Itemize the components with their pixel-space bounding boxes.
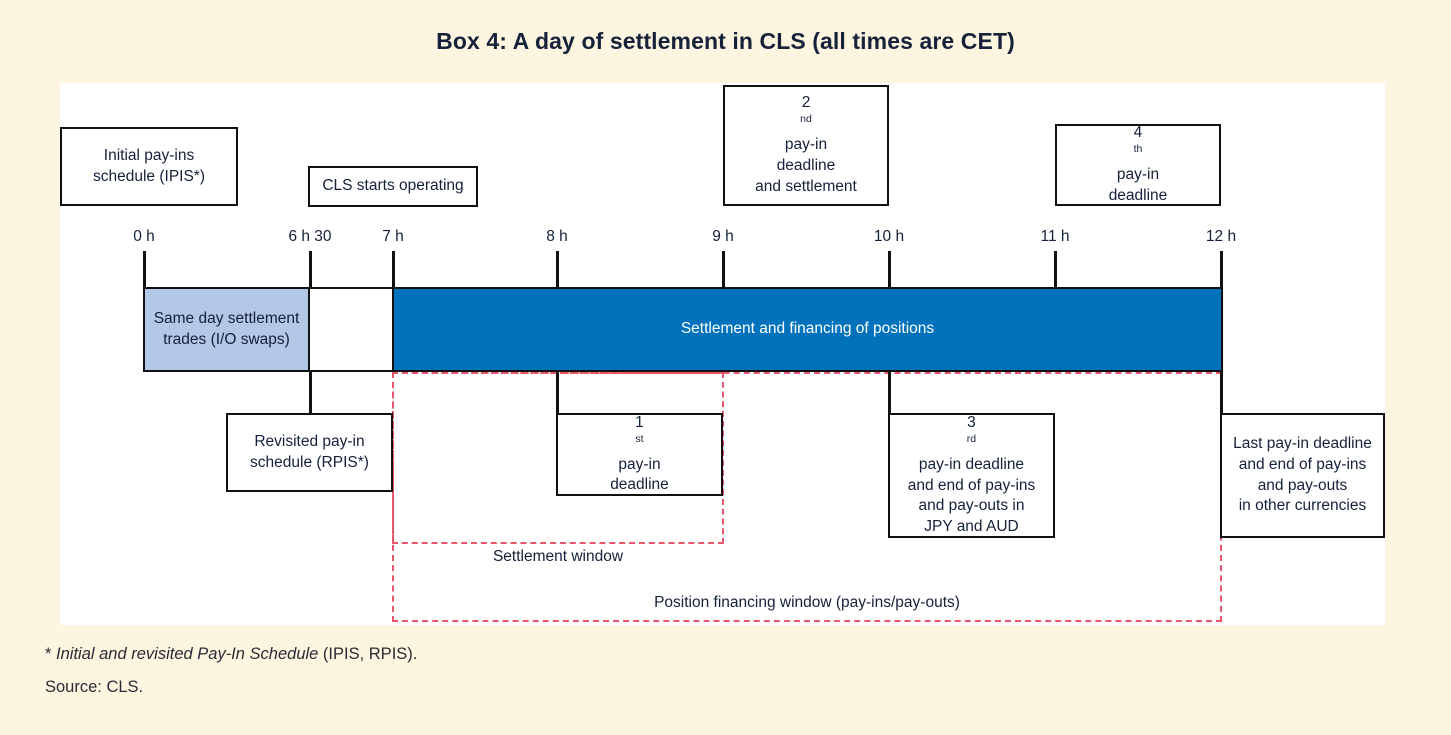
footnote-star-plain: (IPIS, RPIS). [318, 645, 418, 663]
initial-pay-ins-line1: Initial pay-ins [103, 146, 195, 164]
axis-tick-12h [1220, 251, 1223, 287]
third-pay-in-line3: and pay-outs in [918, 497, 1025, 515]
cls-starts-operating-line1: CLS starts operating [322, 177, 464, 195]
axis-tick-10h [888, 251, 891, 287]
axis-tick-label-0h: 0 h [133, 228, 155, 245]
box-cls-starts-operating: CLS starts operating [308, 166, 478, 207]
same-day-settlement-line1: Same day settlement [153, 310, 300, 328]
axis-tick-label-12h: 12 h [1205, 228, 1237, 245]
fourth-pay-in-line2: deadline [1108, 186, 1168, 204]
box-revisited-pay-in-schedule: Revisited pay-in schedule (RPIS*) [226, 413, 393, 492]
bar-settlement-and-financing: Settlement and financing of positions [392, 287, 1223, 372]
footnote-star-italic: Initial and revisited Pay-In Schedule [56, 645, 319, 663]
box-last-pay-in-deadline: Last pay-in deadline and end of pay-ins … [1220, 413, 1385, 538]
axis-tick-label-9h: 9 h [712, 228, 734, 245]
second-pay-in-line3: and settlement [755, 177, 857, 195]
axis-tick-0h [143, 251, 146, 287]
last-pay-in-line1: Last pay-in deadline [1233, 434, 1372, 452]
third-pay-in-line2: and end of pay-ins [907, 476, 1036, 494]
bar-gap-6h30-to-7h [308, 287, 395, 372]
third-pay-in-line4: JPY and AUD [924, 518, 1019, 536]
bar-same-day-settlement: Same day settlement trades (I/O swaps) [143, 287, 310, 372]
axis-tick-label-10h: 10 h [873, 228, 905, 245]
axis-tick-9h [722, 251, 725, 287]
last-pay-in-line2: and end of pay-ins [1238, 455, 1367, 473]
window-position-financing [392, 372, 1222, 622]
settlement-financing-label: Settlement and financing of positions [680, 320, 935, 338]
second-pay-in-line2: deadline [776, 156, 836, 174]
stem-10h-down [888, 372, 891, 414]
stem-6h30-down [309, 372, 312, 414]
initial-pay-ins-line2: schedule (IPIS*) [93, 167, 205, 185]
footnote-source: Source: CLS. [45, 678, 144, 696]
revisited-pay-in-line1: Revisited pay-in [254, 432, 365, 450]
axis-tick-6h30 [309, 251, 312, 287]
same-day-settlement-line2: trades (I/O swaps) [163, 330, 290, 348]
axis-tick-7h [392, 251, 395, 287]
axis-tick-8h [556, 251, 559, 287]
stem-8h-down [556, 372, 559, 414]
axis-tick-label-7h: 7 h [382, 228, 404, 245]
axis-tick-label-6h30: 6 h 30 [288, 228, 332, 245]
last-pay-in-line4: in other currencies [1238, 497, 1367, 515]
box-initial-pay-ins-schedule: Initial pay-ins schedule (IPIS*) [60, 127, 238, 206]
stem-12h-down [1220, 372, 1223, 414]
window-settlement-label: Settlement window [492, 548, 624, 565]
axis-tick-label-8h: 8 h [546, 228, 568, 245]
footnote-star: * Initial and revisited Pay-In Schedule … [45, 645, 417, 664]
page-title: Box 4: A day of settlement in CLS (all t… [436, 28, 1015, 54]
last-pay-in-line3: and pay-outs [1257, 476, 1348, 494]
revisited-pay-in-line2: schedule (RPIS*) [250, 453, 369, 471]
axis-tick-11h [1054, 251, 1057, 287]
first-pay-in-line2: deadline [610, 476, 669, 494]
footnote-star-marker: * [45, 645, 57, 663]
window-position-financing-label: Position financing window (pay-ins/pay-o… [654, 594, 960, 611]
axis-tick-label-11h: 11 h [1040, 228, 1070, 245]
